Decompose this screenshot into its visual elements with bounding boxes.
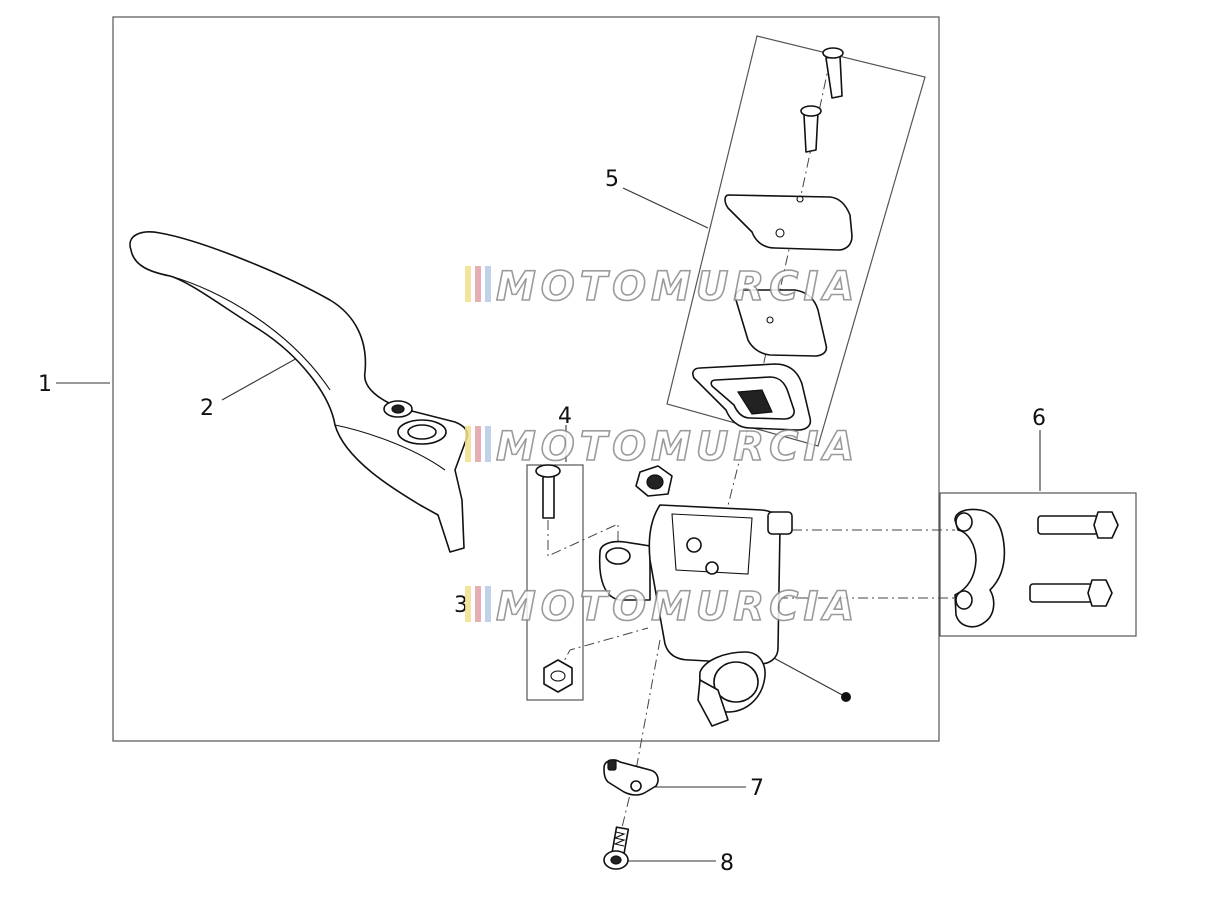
callout-2: 2: [200, 396, 214, 421]
pivot-bolt: [535, 464, 561, 519]
reservoir-plate: [734, 289, 828, 357]
switch-screw: [603, 826, 630, 870]
callout-8: 8: [720, 851, 734, 876]
watermark-text-top: MOTOMURCIA: [496, 264, 859, 310]
master-cylinder-body: [598, 465, 793, 727]
watermark-text-middle: MOTOMURCIA: [496, 424, 859, 470]
clamp-bolt-1: [1037, 511, 1119, 539]
axis-line-bolt: [547, 520, 619, 560]
callout-6: 6: [1032, 406, 1046, 431]
clamp-bolt-2: [1029, 579, 1113, 607]
callout-3: 3: [454, 593, 468, 618]
callout-5: 5: [605, 167, 619, 192]
reservoir-screw-1: [822, 47, 844, 99]
callout-4: 4: [558, 404, 572, 429]
callout-7: 7: [750, 776, 764, 801]
pivot-nut: [543, 659, 573, 693]
reservoir-kit-frame: [666, 35, 926, 447]
clamp-kit-frame: [939, 492, 1137, 637]
reservoir-cap: [724, 194, 853, 251]
reservoir-diaphragm: [692, 363, 812, 431]
bolt-kit-frame: [526, 464, 584, 701]
switch-clip: [603, 759, 659, 796]
watermark-middle: MOTOMURCIA: [465, 423, 859, 471]
watermark-text-bottom: MOTOMURCIA: [496, 584, 859, 630]
leader-line-2: [221, 351, 309, 401]
handlebar-clamp: [954, 508, 1006, 628]
callout-1: 1: [38, 372, 52, 397]
reservoir-screw-2: [800, 105, 822, 153]
assembly-dot: [841, 692, 851, 702]
watermark-bottom: MOTOMURCIA: [465, 583, 859, 631]
brake-lever: [129, 231, 469, 553]
axis-line-lower: [613, 639, 661, 861]
main-assembly-frame: [112, 16, 940, 742]
leader-line-assembly: [771, 656, 847, 698]
axis-line-nut: [557, 627, 649, 673]
watermark-top: MOTOMURCIA: [465, 263, 859, 311]
leader-line-5: [622, 187, 709, 229]
